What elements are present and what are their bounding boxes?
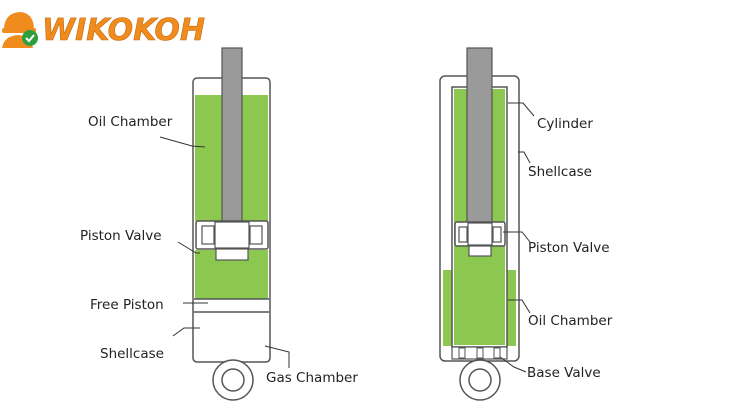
right-eye-mount [459, 359, 501, 401]
label-gas-chamber: Gas Chamber [266, 370, 358, 386]
right-base-valve [451, 346, 508, 360]
left-piston-valve [195, 220, 269, 261]
logo-text: WIKOKOH [42, 13, 205, 48]
right-piston-valve [454, 221, 506, 257]
right-absorber: Cylinder Shellcase Piston Valve Oil Cham… [439, 47, 613, 401]
left-absorber: Oil Chamber Piston Valve Free Piston She… [80, 47, 358, 401]
left-rod [221, 47, 243, 224]
label-piston-valve-left: Piston Valve [80, 228, 162, 244]
label-free-piston: Free Piston [90, 297, 164, 313]
check-icon [22, 30, 38, 46]
label-shellcase-right: Shellcase [528, 164, 592, 180]
label-shellcase-left: Shellcase [100, 346, 164, 362]
right-rod [466, 47, 493, 224]
logo: WIKOKOH [2, 12, 205, 48]
label-base-valve: Base Valve [527, 365, 601, 381]
label-oil-chamber-left: Oil Chamber [88, 114, 173, 130]
label-oil-chamber-right: Oil Chamber [528, 313, 613, 329]
label-cylinder: Cylinder [537, 116, 593, 132]
left-eye-mount [212, 359, 254, 401]
label-piston-valve-right: Piston Valve [528, 240, 610, 256]
